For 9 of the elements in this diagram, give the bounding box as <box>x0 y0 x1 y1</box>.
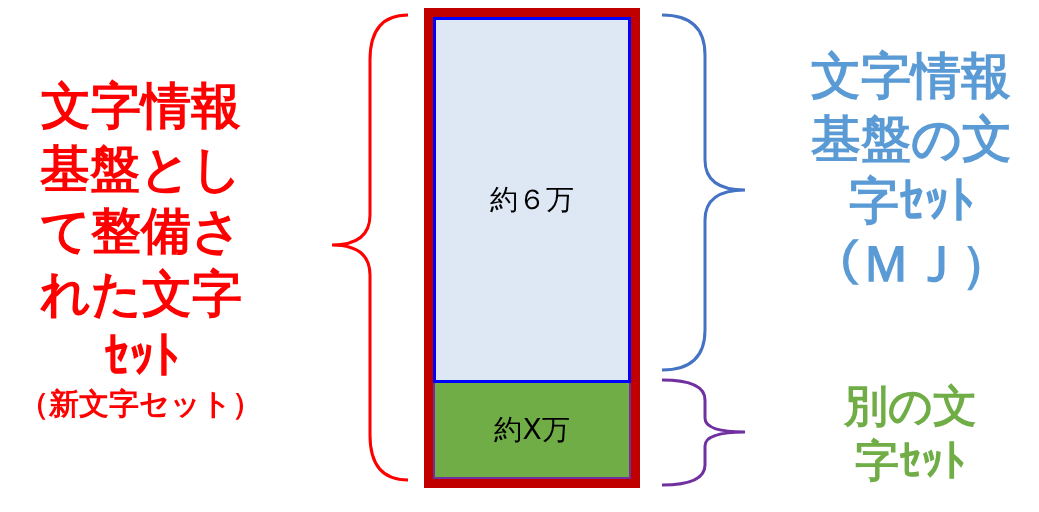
upper-box <box>433 17 631 383</box>
outer-box <box>424 8 640 488</box>
box-label: 約X万 <box>494 412 570 448</box>
side-label: 文字情報基盤として整備された文字ｾｯﾄ <box>39 76 243 387</box>
side-note: （新文字セット） <box>17 385 263 423</box>
box-label: 約６万 <box>490 182 574 218</box>
side-label: 文字情報基盤の文字ｾｯﾄ（ＭＪ） <box>809 46 1013 295</box>
lower-box <box>433 383 631 479</box>
side-label: 別の文字ｾｯﾄ <box>842 379 978 488</box>
